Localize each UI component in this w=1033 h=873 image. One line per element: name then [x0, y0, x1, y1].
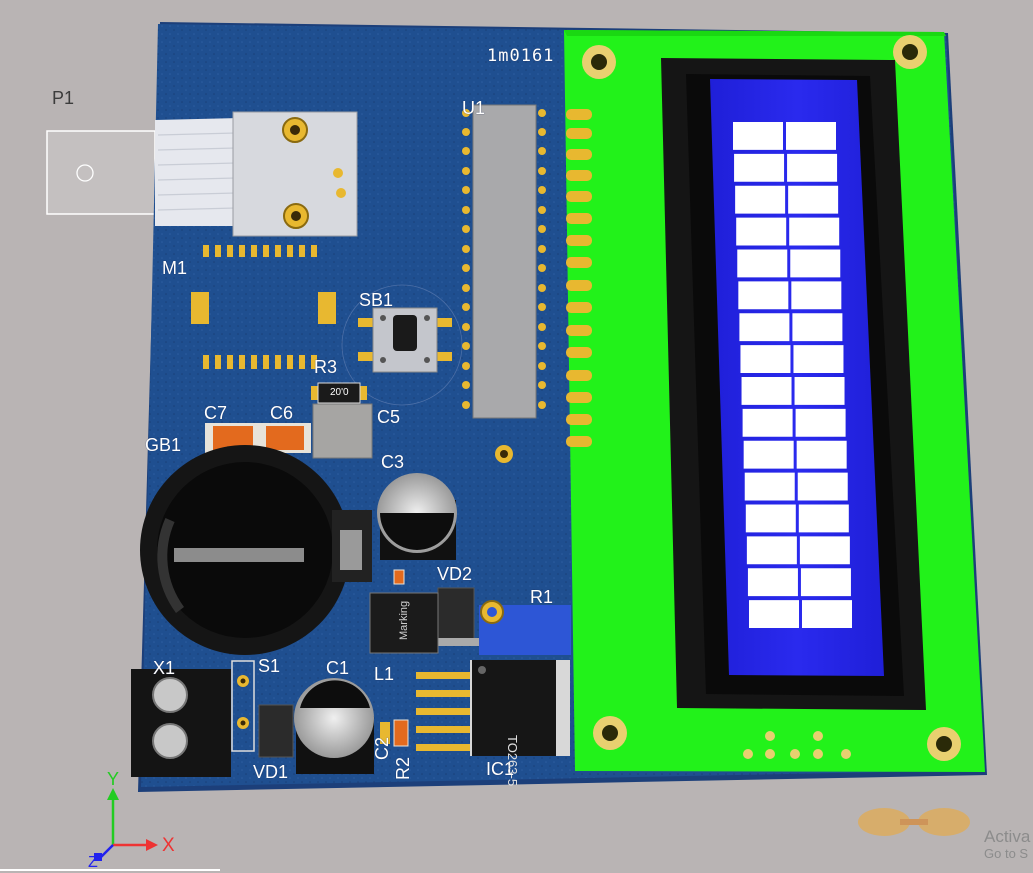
- designator-sb1: SB1: [359, 290, 394, 310]
- lcd-cell: [747, 568, 798, 597]
- lcd-cell: [799, 536, 850, 565]
- p1-connector-outline: [46, 130, 156, 215]
- axis-y-label: Y: [107, 769, 120, 789]
- gb1-battery-holder: [140, 445, 372, 655]
- watermark-title: Activa: [984, 827, 1031, 846]
- designator-r1: R1: [530, 587, 554, 607]
- lcd-cell: [741, 377, 792, 405]
- activation-watermark: Activa Go to S: [984, 827, 1031, 861]
- vd1-diode: [258, 704, 294, 758]
- designator-c1: C1: [326, 658, 350, 678]
- lcd-cell: [746, 536, 797, 565]
- axis-z-label: Z: [88, 854, 98, 871]
- lcd-cell: [744, 472, 795, 501]
- lcd-cell: [736, 217, 787, 246]
- vd2-diode: [432, 587, 480, 646]
- c5-component: [312, 403, 373, 459]
- s1-jumper: [231, 660, 255, 752]
- lcd-cell: [793, 345, 844, 373]
- designator-m1: M1: [162, 258, 188, 278]
- lcd-cell: [794, 377, 845, 405]
- sb1-tactile-switch: [341, 284, 463, 406]
- designator-x1: X1: [153, 658, 176, 678]
- lcd-cell: [734, 153, 785, 182]
- designator-ic1: IC1: [486, 759, 515, 779]
- designator-gb1: GB1: [145, 435, 182, 455]
- lcd-cell: [795, 408, 846, 437]
- lcd-cell: [802, 600, 852, 628]
- lcd-cell: [749, 600, 799, 628]
- ic1-package-text: TO263-5: [505, 735, 520, 787]
- lcd-cell: [797, 472, 848, 501]
- r1-trimmer: [479, 600, 571, 655]
- designator-vd2: VD2: [437, 564, 473, 584]
- designator-r2: R2: [393, 756, 413, 780]
- lcd-cell: [789, 217, 840, 246]
- designator-s1: S1: [258, 656, 281, 676]
- designator-vd1: VD1: [253, 762, 289, 782]
- lcd-cell: [743, 440, 794, 469]
- lcd-cell: [739, 313, 790, 342]
- watermark-logo: [858, 808, 970, 836]
- designator-c2: C2: [372, 736, 392, 760]
- lcd-cell: [738, 281, 789, 310]
- designator-c3: C3: [381, 452, 405, 472]
- lcd-cell: [735, 185, 786, 214]
- designator-l1: L1: [374, 664, 395, 684]
- designator-r3: R3: [314, 357, 338, 377]
- lcd-cell: [740, 345, 791, 373]
- c1-electrolytic-capacitor: [294, 678, 374, 774]
- l1-marking-text: Marking: [398, 600, 410, 640]
- usb-connector: [155, 111, 358, 237]
- lcd-cell: [790, 249, 841, 278]
- lcd-cell: [742, 408, 793, 437]
- r3-value-marking: 20'0: [330, 387, 349, 398]
- lcd-cell: [745, 504, 796, 533]
- lcd-cell: [737, 249, 788, 278]
- lcd-cell: [786, 122, 836, 150]
- r3-resistor: [311, 382, 367, 404]
- designator-c6: C6: [270, 403, 294, 423]
- designator-p1: P1: [52, 88, 75, 108]
- c2-r2-smd: [380, 719, 409, 747]
- lcd-cell: [796, 440, 847, 469]
- x1-terminal-block: [131, 669, 231, 777]
- lcd-cell: [788, 185, 839, 214]
- lcd-header-pins: [566, 109, 592, 447]
- c3-electrolytic-capacitor: [377, 473, 457, 560]
- lcd-cell: [792, 313, 843, 342]
- lcd-cell: [798, 504, 849, 533]
- lcd-cell: [733, 122, 783, 150]
- lcd-character-cells: [733, 122, 852, 628]
- lcd-cell: [791, 281, 842, 310]
- designator-c5: C5: [377, 407, 401, 427]
- board-name-marking: 1m0161: [487, 46, 555, 66]
- designator-c7: C7: [204, 403, 228, 423]
- lcd-cell: [787, 153, 838, 182]
- lcd-cell: [800, 568, 851, 597]
- watermark-subtitle: Go to S: [984, 845, 1029, 861]
- axis-x-label: X: [162, 835, 175, 856]
- l1-inductor: [369, 592, 439, 654]
- u1-dip-chip: [462, 104, 546, 463]
- ic1-regulator: [416, 660, 570, 756]
- m1-module-pads: [191, 245, 336, 369]
- designator-u1: U1: [462, 98, 486, 118]
- axis-gizmo: [0, 788, 220, 871]
